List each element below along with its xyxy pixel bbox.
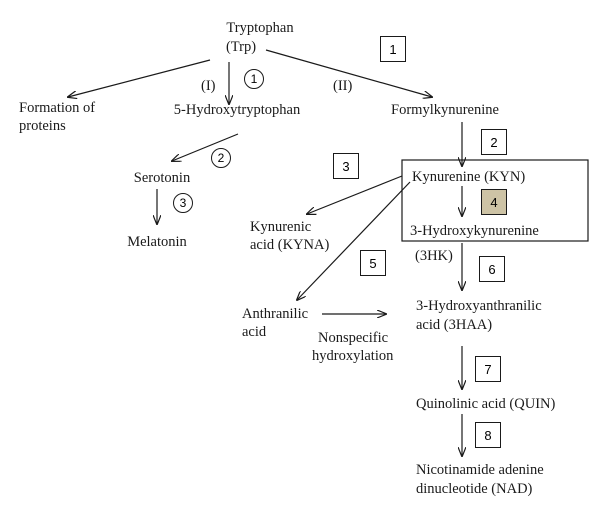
node-quinolinic-acid: Quinolinic acid (QUIN)	[416, 396, 556, 412]
node-formation-of-proteins-line2: proteins	[19, 118, 66, 134]
node-kynurenic-line2: acid (KYNA)	[250, 237, 330, 253]
node-nonspecific-line1: Nonspecific	[318, 330, 389, 346]
node-serotonin: Serotonin	[133, 170, 191, 186]
node-melatonin: Melatonin	[127, 234, 187, 250]
step-box-8: 8	[475, 422, 501, 448]
pathway-label-ii: (II)	[333, 78, 353, 94]
step-box-3: 3	[333, 153, 359, 179]
step-circle-2: 2	[211, 148, 231, 168]
node-3-hydroxykynurenine: 3-Hydroxykynurenine	[410, 223, 539, 239]
node-anthranilic-line2: acid	[242, 324, 267, 340]
step-box-2: 2	[481, 129, 507, 155]
node-3haa-line2: acid (3HAA)	[416, 317, 493, 333]
node-kynurenic-line1: Kynurenic	[250, 219, 312, 235]
step-box-1: 1	[380, 36, 406, 62]
step-circle-1: 1	[244, 69, 264, 89]
node-nad-line2: dinucleotide (NAD)	[416, 481, 533, 497]
node-trp-abbrev: (Trp)	[225, 39, 257, 55]
kynurenine-enclosure	[401, 159, 589, 242]
step-box-7: 7	[475, 356, 501, 382]
node-nonspecific-line2: hydroxylation	[312, 348, 394, 364]
step-box-4-highlighted: 4	[481, 189, 507, 215]
arrow-kyn-to-anthranilic	[297, 181, 411, 300]
node-anthranilic-line1: Anthranilic	[242, 306, 309, 322]
arrow-5htp-to-serotonin	[172, 133, 239, 161]
node-3hk-abbrev: (3HK)	[415, 248, 453, 264]
node-3haa-line1: 3-Hydroxyanthranilic	[416, 298, 542, 314]
step-box-5: 5	[360, 250, 386, 276]
arrow-kyn-to-kyna	[307, 175, 403, 214]
arrow-trp-to-formylkynurenine	[265, 49, 432, 97]
node-nad-line1: Nicotinamide adenine	[416, 462, 544, 478]
step-box-6: 6	[479, 256, 505, 282]
node-formation-of-proteins-line1: Formation of	[19, 100, 96, 116]
node-formylkynurenine: Formylkynurenine	[391, 102, 499, 118]
step-circle-3: 3	[173, 193, 193, 213]
node-5-hydroxytryptophan: 5-Hydroxytryptophan	[173, 102, 301, 118]
node-tryptophan: Tryptophan	[226, 20, 294, 36]
arrow-trp-to-proteins	[68, 59, 211, 97]
pathway-label-i: (I)	[201, 78, 216, 94]
node-kynurenine: Kynurenine (KYN)	[412, 169, 526, 185]
